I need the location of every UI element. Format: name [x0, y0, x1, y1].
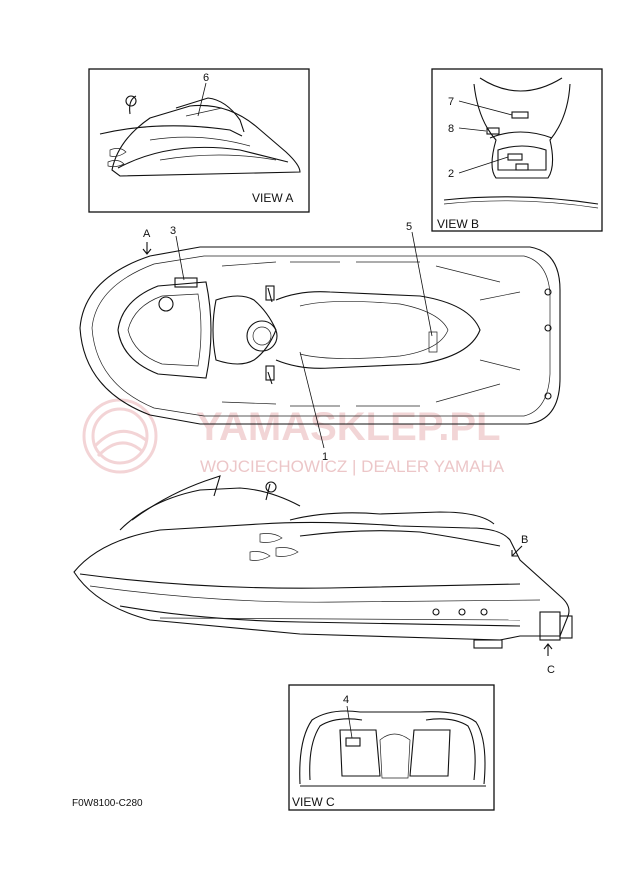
view-a-label: VIEW A: [252, 191, 293, 205]
view-marker-b: B: [521, 534, 528, 546]
callout-7: 7: [448, 96, 454, 108]
view-b-label: VIEW B: [437, 217, 479, 231]
callout-4: 4: [343, 694, 349, 706]
view-c-panel: 4 VIEW C: [288, 684, 495, 811]
view-b-drawing: [443, 77, 599, 209]
view-c-label: VIEW C: [292, 795, 335, 809]
view-a-drawing: [99, 95, 301, 177]
callout-3: 3: [170, 225, 176, 237]
part-code: F0W8100-C280: [72, 798, 143, 809]
watermark-tagline: WOJCIECHOWICZ | DEALER YAMAHA: [200, 457, 505, 476]
view-b-panel: 7 8 2 VIEW B: [431, 68, 603, 232]
view-marker-a: A: [143, 228, 151, 240]
view-marker-c: C: [547, 664, 555, 676]
callout-5: 5: [406, 221, 412, 233]
callout-1: 1: [322, 451, 328, 463]
callout-8: 8: [448, 123, 454, 135]
view-c-arrow-icon: [543, 643, 553, 656]
watermark-brand: YAMASKLEP.PL: [196, 405, 501, 449]
view-a-panel: 6 VIEW A: [88, 68, 310, 213]
watermark: YAMASKLEP.PL WOJCIECHOWICZ | DEALER YAMA…: [82, 398, 505, 476]
callout-6: 6: [203, 72, 209, 84]
view-c-drawing: [299, 710, 486, 787]
watermark-logo: [82, 398, 158, 474]
top-view-drawing: [79, 246, 561, 425]
view-a-arrow-icon: [142, 242, 152, 255]
callout-2: 2: [448, 168, 454, 180]
view-b-arrow-icon: [511, 545, 523, 557]
side-view-drawing: [73, 475, 573, 649]
